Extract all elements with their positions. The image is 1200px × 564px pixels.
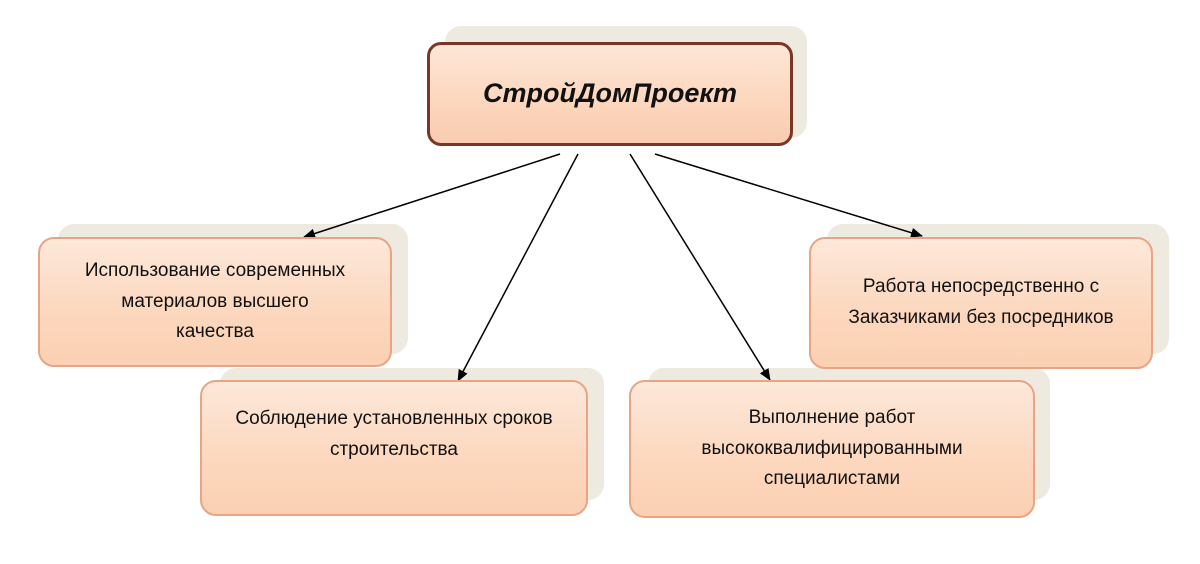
arrow-to-specialists <box>629 153 771 381</box>
arrow-to-materials <box>303 153 561 239</box>
branch-label-direct: Работа непосредственно с Заказчиками без… <box>848 276 1114 328</box>
branch-label-deadlines: Соблюдение установленных сроков строител… <box>235 408 553 460</box>
branch-node-specialists: Выполнение работ высококвалифицированным… <box>629 380 1035 518</box>
branch-label-specialists: Выполнение работ высококвалифицированным… <box>701 406 963 490</box>
arrow-to-direct <box>654 153 923 238</box>
branch-node-direct: Работа непосредственно с Заказчиками без… <box>809 237 1153 369</box>
branch-node-materials: Использование современных материалов выс… <box>38 237 392 367</box>
arrow-to-deadlines <box>457 153 579 382</box>
root-node: СтройДомПроект <box>427 42 793 146</box>
branch-node-deadlines: Соблюдение установленных сроков строител… <box>200 380 588 516</box>
branch-label-materials: Использование современных материалов выс… <box>84 259 346 343</box>
root-label: СтройДомПроект <box>482 78 738 109</box>
